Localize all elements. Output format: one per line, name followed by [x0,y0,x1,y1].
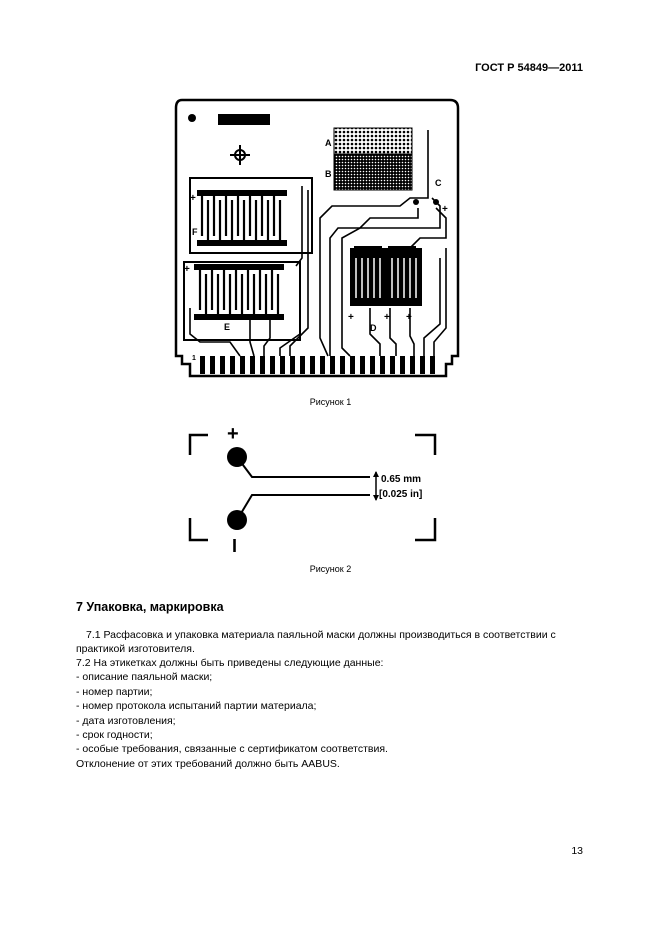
label-f-plus: + [190,193,196,204]
label-d-plus-1: + [348,312,354,323]
label-c-plus: + [442,204,448,215]
list-item: - номер протокола испытаний партии матер… [76,700,317,713]
dimension-in: [0.025 in] [379,489,422,500]
label-e-plus: + [184,264,190,275]
figure-1-caption: Рисунок 1 [309,397,352,407]
minus-terminal-label: I [232,536,237,555]
label-e: E [224,322,230,332]
figure-1: A B C + F + E [170,98,460,383]
document-header: ГОСТ Р 54849—2011 [475,62,583,74]
electrode-pattern-drawing: + I 0.65 mm [0.025 in] [188,423,437,556]
paragraph-7-2-block: 7.2 На этикетках должны быть приведены с… [76,656,388,771]
label-c: C [435,178,442,188]
label-d-plus-2: + [384,312,390,323]
figure-2: + I 0.65 mm [0.025 in] [180,420,450,556]
paragraph-7-2: 7.2 На этикетках должны быть приведены с… [76,657,384,669]
label-f: F [192,227,198,237]
dimension-mm: 0.65 mm [381,474,421,485]
list-item: - срок годности; [76,729,153,742]
plus-terminal-label: + [227,423,239,445]
list-item: - дата изготовления; [76,714,176,727]
label-d-plus-3: + [406,312,412,323]
paragraph-7-1-text: 7.1 Расфасовка и упаковка материала паял… [76,629,556,655]
label-pin-1: 1 [192,355,196,362]
section-title: 7 Упаковка, маркировка [76,600,224,614]
label-b: B [325,169,332,179]
test-board-drawing: A B C + F + E [174,98,460,378]
list-item: - описание паяльной маски; [76,671,213,684]
list-item: - особые требования, связанные с сертифи… [76,743,388,756]
label-a: A [325,138,332,148]
list-item: - номер партии; [76,685,153,698]
page-number: 13 [571,845,583,857]
paragraph-7-1: 7.1 Расфасовка и упаковка материала паял… [76,628,586,656]
label-d: D [370,323,377,333]
figure-2-caption: Рисунок 2 [309,564,352,574]
closing-line: Отклонение от этих требований должно быт… [76,757,340,770]
